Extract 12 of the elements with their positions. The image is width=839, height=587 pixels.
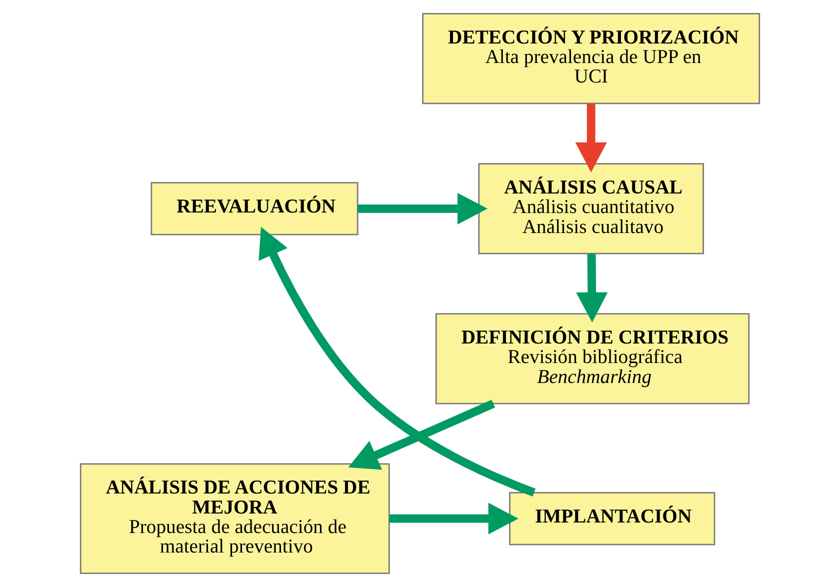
node-box: REEVALUACIÓN xyxy=(150,182,358,236)
arrow xyxy=(357,192,488,224)
arrow xyxy=(576,254,608,322)
node-box: ANÁLISIS CAUSAL Análisis cuantitativo Análisis cualitavo xyxy=(478,163,704,254)
arrow xyxy=(574,104,606,172)
arrow xyxy=(348,400,495,470)
node-box: DETECCIÓN Y PRIORIZACIÓN Alta prevalencia de UPP en UCI xyxy=(422,13,760,104)
node-box: ANÁLISIS DE ACCIONES DE MEJORA Propuesta de adecuación de material preventivo xyxy=(79,463,390,574)
arrow xyxy=(258,226,536,497)
node-box: IMPLANTACIÓN xyxy=(508,492,715,546)
arrow xyxy=(388,502,518,534)
node-box: DEFINICIÓN DE CRITERIOS Revisión bibliográfica Benchmarking xyxy=(434,313,750,404)
